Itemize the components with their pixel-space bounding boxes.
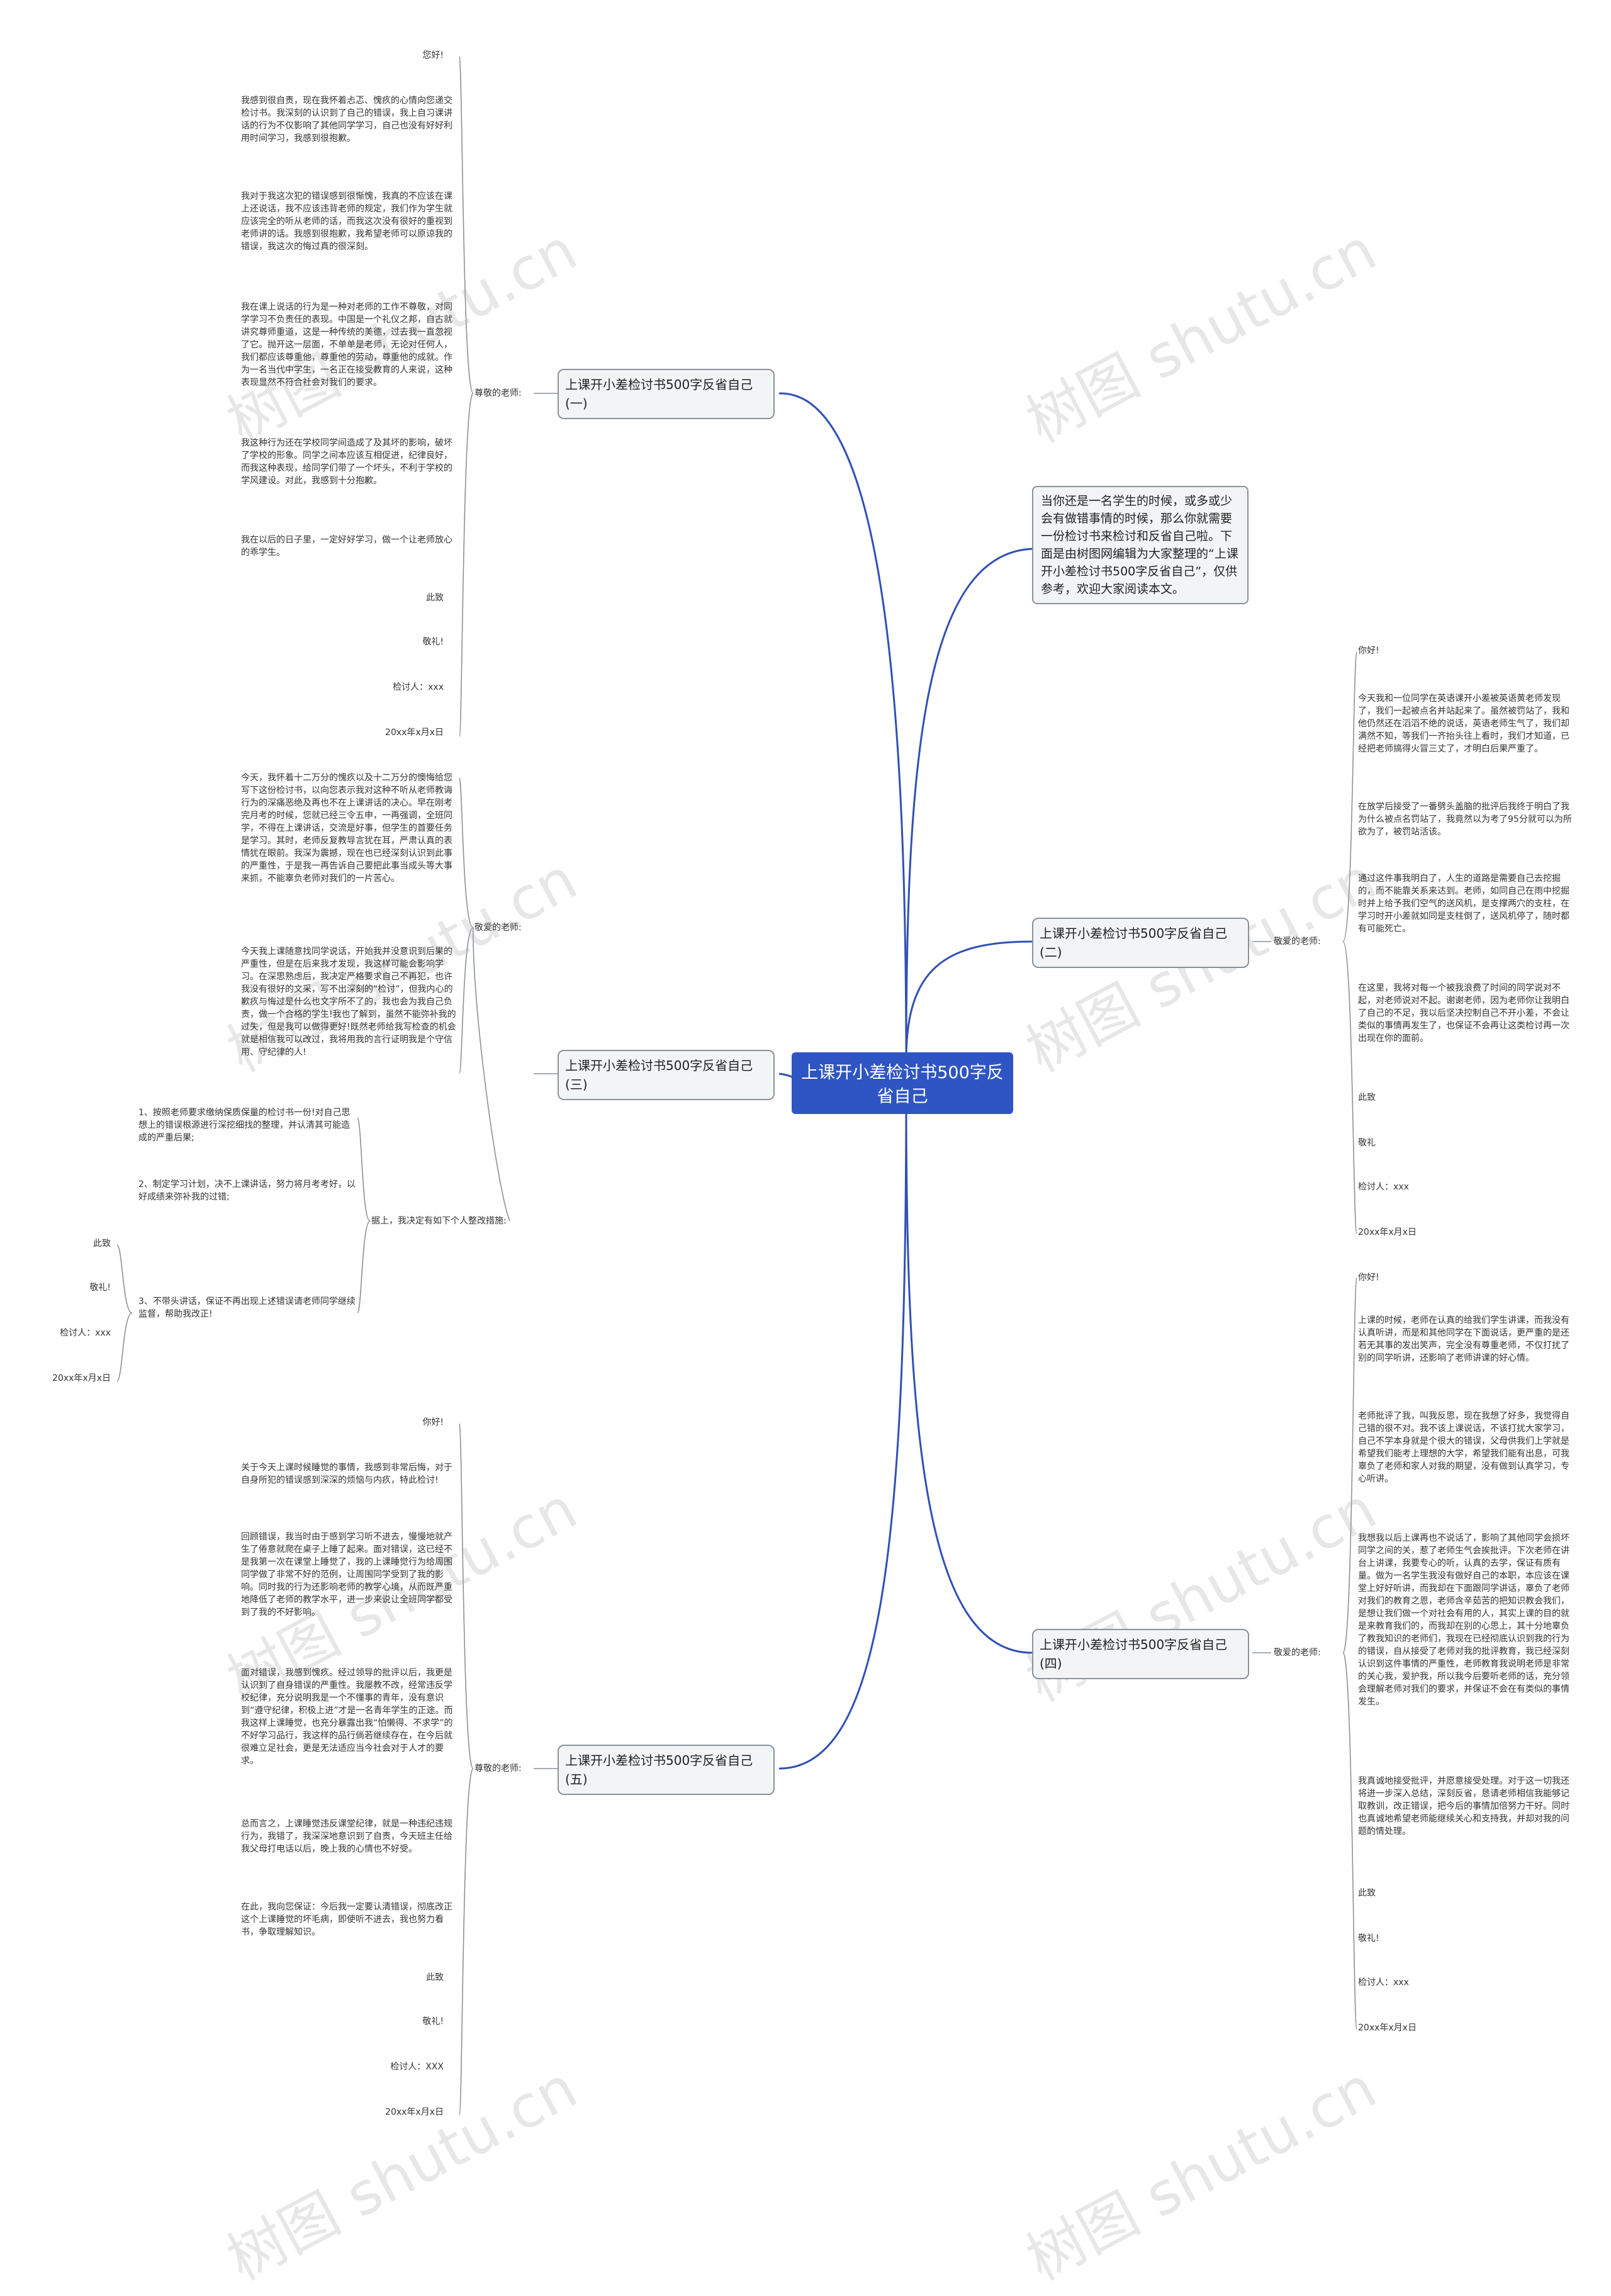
b2-leaf[interactable]: 在这里，我将对每一个被我浪费了时间的同学说对不起，对老师说对不起。谢谢老师，因为… xyxy=(1358,983,1569,1044)
b2-leaf[interactable]: 通过这件事我明白了，人生的道路是需要自己去挖掘的，而不能靠关系来达到。老师，如同… xyxy=(1358,874,1569,934)
b4-leaf[interactable]: 20xx年x月x日 xyxy=(1358,2023,1417,2033)
link-center-b2 xyxy=(905,940,1033,1061)
b5-leaf[interactable]: 敬礼! xyxy=(422,2017,444,2027)
b1-leaf[interactable]: 我这种行为还在学校同学间造成了及其坏的影响，破坏了学校的形象。同学之间本应该互相… xyxy=(241,438,452,486)
b5-leaf[interactable]: 你好! xyxy=(422,1417,444,1427)
b5-leaf[interactable]: 面对错误，我感到愧疚。经过领导的批评以后，我更是认识到了自身错误的严重性。我屡教… xyxy=(241,1668,453,1766)
b5-leaf[interactable]: 回顾错误，我当时由于感到学习听不进去，慢慢地就产生了倦意就爬在桌子上睡了起来。面… xyxy=(241,1532,452,1618)
b2-leaf[interactable]: 20xx年x月x日 xyxy=(1358,1227,1417,1237)
connector-lines xyxy=(116,56,1357,2115)
b3-leaf[interactable]: 今天，我怀着十二万分的愧疚以及十二万分的懊悔给您写下这份检讨书，以向您表示我对这… xyxy=(241,773,452,884)
b1-leaf[interactable]: 我在以后的日子里，一定好好学习，做一个让老师放心的乖学生。 xyxy=(241,535,452,558)
b1-leaf[interactable]: 检讨人：xxx xyxy=(393,682,444,692)
center-topic[interactable]: 上课开小差检讨书500字反省自己 xyxy=(792,1052,1013,1114)
b4-leaf[interactable]: 我想我以后上课再也不说话了，影响了其他同学会损坏同学之间的关，惹了老师生气会挨批… xyxy=(1358,1533,1569,1707)
b2-leaf[interactable]: 你好! xyxy=(1358,646,1379,656)
b2-leaf[interactable]: 此致 xyxy=(1358,1093,1376,1103)
b4-leaf[interactable]: 你好! xyxy=(1358,1273,1379,1283)
branch-topic-4[interactable]: 上课开小差检讨书500字反省自己(四) xyxy=(1032,1629,1249,1679)
link-center-b5 xyxy=(778,1095,907,1770)
greeting-4[interactable]: 敬爱的老师: xyxy=(1274,1648,1321,1658)
b4-leaf[interactable]: 敬礼! xyxy=(1358,1933,1379,1944)
b5-leaf[interactable]: 关于今天上课时候睡觉的事情，我感到非常后悔，对于自身所犯的错误感到深深的烦恼与内… xyxy=(241,1463,452,1485)
link-center-b4 xyxy=(905,1095,1033,1654)
b3-leaf[interactable]: 今天我上课随意找同学说话，开始我并没意识到后果的严重性，但是在后来我才发现，我这… xyxy=(241,947,456,1057)
b1-leaf[interactable]: 敬礼! xyxy=(422,637,444,647)
b5-leaf[interactable]: 20xx年x月x日 xyxy=(385,2107,444,2117)
b3-closing[interactable]: 此致 xyxy=(93,1239,111,1249)
b3-sub-leaf[interactable]: 2、制定学习计划，决不上课讲话，努力将月考考好，以好成绩来弥补我的过错; xyxy=(138,1179,356,1202)
b3-closing[interactable]: 敬礼! xyxy=(89,1283,111,1293)
b1-leaf[interactable]: 我对于我这次犯的错误感到很惭愧，我真的不应该在课上还说话，我不应该违背老师的规定… xyxy=(241,191,452,252)
b2-leaf[interactable]: 今天我和一位同学在英语课开小差被英语黄老师发现了，我们一起被点名并站起来了。虽然… xyxy=(1358,694,1569,754)
b3-sub-leaf[interactable]: 3、不带头讲话，保证不再出现上述错误请老师同学继续监督，帮助我改正! xyxy=(138,1297,356,1319)
b4-leaf[interactable]: 上课的时候，老师在认真的给我们学生讲课，而我没有认真听讲，而是和其他同学在下面说… xyxy=(1358,1315,1569,1363)
greeting-5[interactable]: 尊敬的老师: xyxy=(474,1764,522,1774)
b5-leaf[interactable]: 在此，我向您保证：今后我一定要认清错误，彻底改正这个上课睡觉的坏毛病，即使听不进… xyxy=(241,1902,452,1937)
greeting-3[interactable]: 敬爱的老师: xyxy=(474,923,522,933)
b3-closing[interactable]: 检讨人：xxx xyxy=(60,1328,111,1338)
link-center-intro xyxy=(905,548,1033,1061)
greeting-1[interactable]: 尊敬的老师: xyxy=(474,388,522,398)
b1-leaf[interactable]: 我感到很自责，现在我怀着忐忑、愧疚的心情向您递交检讨书。我深刻的认识到了自己的错… xyxy=(241,96,452,144)
branch-topic-1[interactable]: 上课开小差检讨书500字反省自己(一) xyxy=(558,369,775,419)
branch-topic-3[interactable]: 上课开小差检讨书500字反省自己(三) xyxy=(558,1050,775,1100)
greeting-2[interactable]: 敬爱的老师: xyxy=(1274,937,1321,947)
b1-leaf[interactable]: 我在课上说话的行为是一种对老师的工作不尊敬，对同学学习不负责任的表现。中国是一个… xyxy=(241,302,452,388)
b2-leaf[interactable]: 检讨人：xxx xyxy=(1358,1182,1409,1192)
b2-leaf[interactable]: 敬礼 xyxy=(1358,1138,1376,1148)
b1-leaf[interactable]: 此致 xyxy=(426,593,444,603)
b1-leaf[interactable]: 您好! xyxy=(422,50,444,60)
b5-leaf[interactable]: 此致 xyxy=(426,1972,444,1983)
b4-leaf[interactable]: 此致 xyxy=(1358,1888,1376,1898)
branch-topic-2[interactable]: 上课开小差检讨书500字反省自己(二) xyxy=(1032,918,1249,968)
intro-note[interactable]: 当你还是一名学生的时候，或多或少会有做错事情的时候，那么你就需要一份检讨书来检讨… xyxy=(1032,486,1249,604)
b4-leaf[interactable]: 检讨人：xxx xyxy=(1358,1978,1409,1988)
b4-leaf[interactable]: 我真诚地接受批评，并愿意接受处理。对于这一切我还将进一步深入总结，深刻反省，恳请… xyxy=(1358,1776,1569,1837)
b5-leaf[interactable]: 检讨人：XXX xyxy=(390,2062,444,2072)
b4-leaf[interactable]: 老师批评了我，叫我反思，现在我想了好多，我觉得自己错的很不对。我不该上课说话，不… xyxy=(1358,1411,1569,1484)
b2-leaf[interactable]: 在放学后接受了一番劈头盖脑的批评后我终于明白了我为什么被点名罚站了，我竟然以为考… xyxy=(1358,802,1572,837)
b1-leaf[interactable]: 20xx年x月x日 xyxy=(385,728,444,738)
subgroup-label[interactable]: 据上，我决定有如下个人整改措施: xyxy=(371,1216,507,1226)
branch-topic-5[interactable]: 上课开小差检讨书500字反省自己(五) xyxy=(558,1745,775,1795)
b3-closing[interactable]: 20xx年x月x日 xyxy=(52,1373,111,1383)
link-center-b1 xyxy=(778,392,907,1061)
b5-leaf[interactable]: 总而言之，上课睡觉违反课堂纪律，就是一种违纪违规行为，我错了，我深深地意识到了自… xyxy=(241,1819,452,1854)
b3-sub-leaf[interactable]: 1、按照老师要求缴纳保质保量的检讨书一份!对自己思想上的错误根源进行深挖细找的整… xyxy=(138,1108,351,1143)
